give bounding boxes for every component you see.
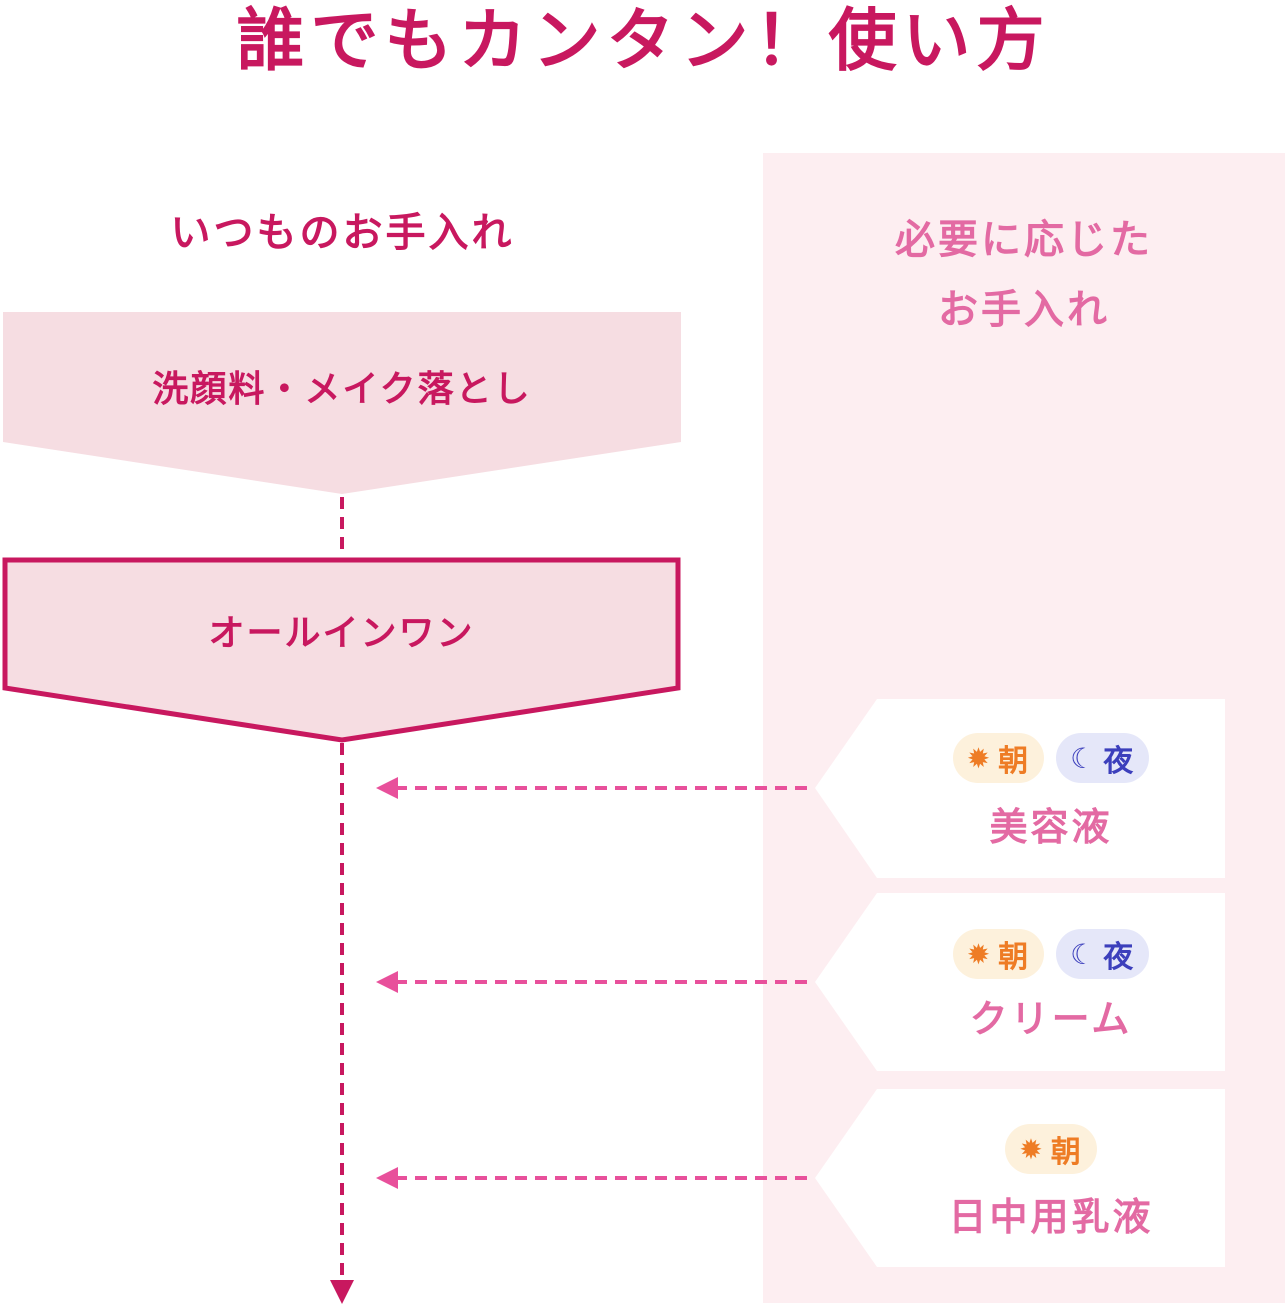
morning-badge: ✹ 朝 <box>952 733 1045 783</box>
night-badge: ☾ 夜 <box>1056 929 1150 979</box>
optional-care-header: 必要に応じた お手入れ <box>763 205 1285 345</box>
morning-badge: ✹ 朝 <box>952 929 1045 979</box>
morning-badge-label: 朝 <box>1050 1135 1081 1170</box>
card-cream-label: クリーム <box>969 997 1133 1041</box>
morning-badge: ✹ 朝 <box>1005 1124 1097 1174</box>
page-title: 誰でもカンタン！使い方 <box>236 2 1051 81</box>
morning-badge-label: 朝 <box>998 744 1029 779</box>
step-allinone-label: オールインワン <box>208 613 475 654</box>
step-allinone-shape <box>2 557 681 743</box>
card-day-lotion-label: 日中用乳液 <box>948 1195 1154 1239</box>
sun-icon: ✹ <box>966 741 991 775</box>
night-badge-label: 夜 <box>1103 744 1134 779</box>
card-serum: ✹ 朝 ☾ 夜 美容液 <box>815 699 1225 878</box>
sun-icon: ✹ <box>966 937 991 971</box>
arrow-cream-head <box>376 971 398 993</box>
step-cleanser-shape <box>3 312 681 494</box>
moon-icon: ☾ <box>1070 937 1096 971</box>
main-flow-arrowhead <box>330 1280 354 1304</box>
morning-badge-label: 朝 <box>998 940 1029 975</box>
card-day-lotion-badges: ✹ 朝 <box>877 1124 1225 1174</box>
optional-care-header-line2: お手入れ <box>938 287 1110 333</box>
card-day-lotion: ✹ 朝 日中用乳液 <box>815 1089 1225 1267</box>
card-cream-badges: ✹ 朝 ☾ 夜 <box>877 929 1225 979</box>
night-badge: ☾ 夜 <box>1056 733 1150 783</box>
arrow-day-lotion-head <box>376 1167 398 1189</box>
card-day-lotion-shape <box>815 1089 1225 1267</box>
optional-care-header-line1: 必要に応じた <box>895 217 1153 263</box>
routine-care-header: いつものお手入れ <box>170 210 515 256</box>
card-serum-badges: ✹ 朝 ☾ 夜 <box>877 733 1225 783</box>
moon-icon: ☾ <box>1070 741 1096 775</box>
step-cleanser-label: 洗顔料・メイク落とし <box>152 369 532 410</box>
card-serum-label: 美容液 <box>989 805 1113 849</box>
night-badge-label: 夜 <box>1103 940 1134 975</box>
arrow-serum-head <box>376 777 398 799</box>
card-cream: ✹ 朝 ☾ 夜 クリーム <box>815 893 1225 1071</box>
sun-icon: ✹ <box>1019 1132 1043 1166</box>
